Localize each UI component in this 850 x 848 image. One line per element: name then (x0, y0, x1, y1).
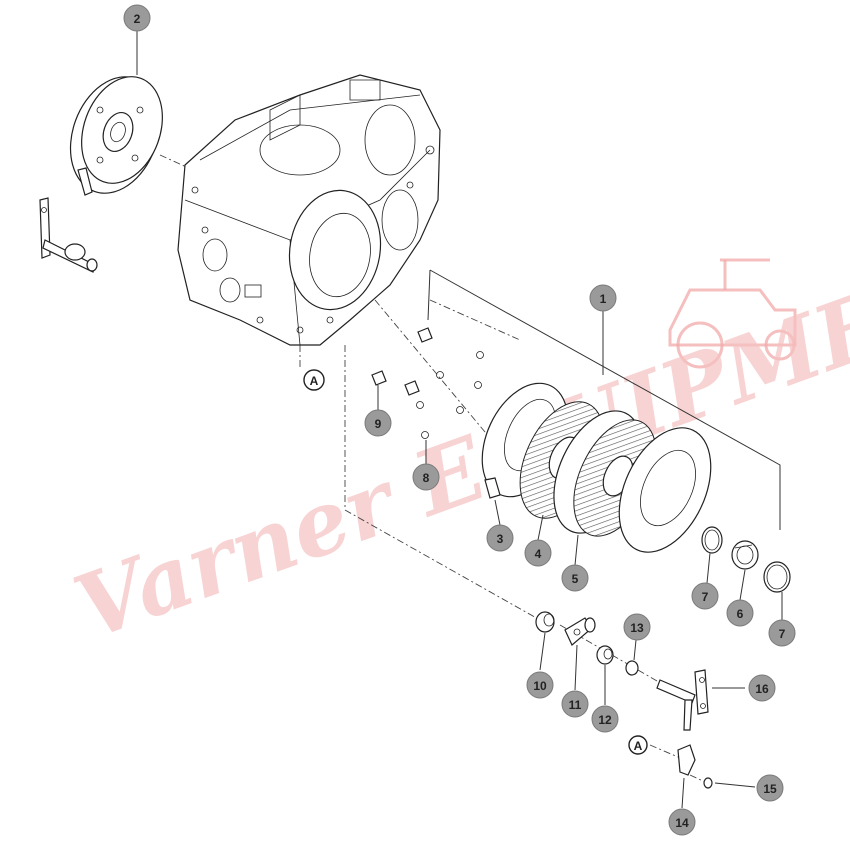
left-lever-shaft (39, 197, 98, 273)
callout-6: 6 (726, 599, 754, 627)
svg-text:8: 8 (423, 471, 430, 485)
svg-text:2: 2 (134, 12, 141, 26)
svg-text:4: 4 (535, 547, 542, 561)
svg-text:14: 14 (675, 816, 689, 830)
callout-9: 9 (364, 409, 392, 437)
part-8-balls (416, 351, 484, 439)
callout-15: 15 (756, 774, 784, 802)
svg-text:13: 13 (630, 621, 644, 635)
callout-14: 14 (668, 808, 696, 836)
callout-13: 13 (623, 613, 651, 641)
svg-text:5: 5 (572, 572, 579, 586)
callout-1: 1 (589, 284, 617, 312)
svg-text:7: 7 (779, 627, 786, 641)
callout-8: 8 (412, 463, 440, 491)
callout-7-b: 7 (768, 619, 796, 647)
callout-3: 3 (486, 524, 514, 552)
svg-text:12: 12 (598, 713, 612, 727)
svg-text:A: A (310, 374, 319, 388)
svg-text:1: 1 (600, 292, 607, 306)
part-16-shaft-lever (656, 669, 709, 731)
svg-text:15: 15 (763, 782, 777, 796)
reference-a-upper: A (303, 369, 325, 391)
assembly-centerlines (159, 154, 706, 783)
part-11-fork-arm (564, 617, 596, 646)
part-1-group-bracket (427, 269, 781, 530)
transmission-housing (177, 74, 441, 346)
part-5-plate-pack (553, 410, 712, 553)
callout-11: 11 (561, 690, 589, 718)
svg-text:9: 9 (375, 417, 382, 431)
svg-text:7: 7 (702, 590, 709, 604)
part-14-fork (677, 744, 696, 776)
part-13-o-ring (625, 660, 639, 676)
part-9-springs (371, 327, 433, 396)
svg-text:3: 3 (497, 532, 504, 546)
svg-text:16: 16 (755, 682, 769, 696)
part-15-bolt (703, 777, 713, 789)
reference-a-lower: A (628, 735, 648, 755)
part-6-bearing (731, 540, 759, 570)
tractor-watermark-icon (668, 258, 797, 369)
callout-16: 16 (748, 674, 776, 702)
svg-text:11: 11 (569, 698, 582, 712)
callout-12: 12 (591, 705, 619, 733)
part-7-snap-ring-a (701, 526, 723, 554)
callout-5: 5 (561, 564, 589, 592)
part-10-bushing (535, 611, 555, 633)
part-7-snap-ring-b (763, 561, 791, 593)
svg-text:10: 10 (533, 679, 547, 693)
callout-10: 10 (526, 671, 554, 699)
callout-2: 2 (123, 4, 151, 32)
part-12-bushing (596, 645, 614, 665)
part-2-cover-plate (69, 76, 163, 196)
svg-text:A: A (634, 739, 643, 753)
svg-text:6: 6 (737, 607, 744, 621)
leader-lines (136, 30, 783, 809)
callout-7-a: 7 (691, 582, 719, 610)
callout-4: 4 (524, 539, 552, 567)
